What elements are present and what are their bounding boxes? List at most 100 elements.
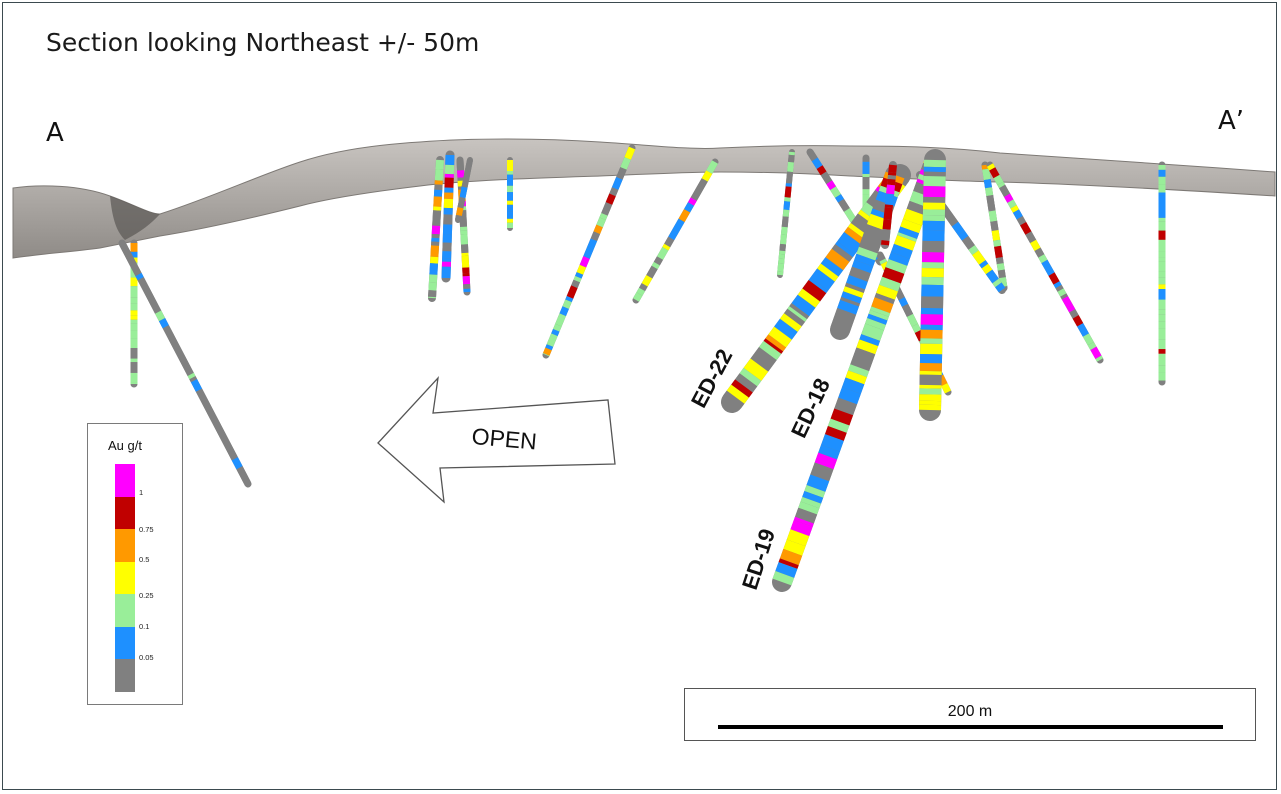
drill-hole-ed-19-interval xyxy=(790,520,813,537)
drill-hole-ed-18-upper-interval xyxy=(833,308,857,326)
drill-hole-ed-19-interval xyxy=(812,462,834,475)
drill-hole-ed-19-interval xyxy=(865,318,886,331)
drill-hole-8-interval xyxy=(609,187,619,197)
legend-swatch-green xyxy=(115,594,135,627)
drill-hole-14-interval xyxy=(1020,221,1032,235)
drill-hole-ed-22-interval xyxy=(835,241,855,258)
drill-hole-14-interval xyxy=(989,167,1000,179)
drill-hole-9-interval xyxy=(672,218,685,233)
drill-hole-14-interval xyxy=(1053,281,1062,289)
drill-hole-11-interval xyxy=(826,180,836,191)
drill-hole-13-interval xyxy=(994,245,1003,259)
drill-hole-8-interval xyxy=(599,212,608,221)
drill-hole-14-interval xyxy=(1090,346,1102,359)
drill-hole-2-interval xyxy=(227,449,238,461)
drill-hole-14-interval xyxy=(1010,205,1020,213)
drill-hole-6-interval xyxy=(464,159,473,172)
drill-hole-ed-22-interval xyxy=(779,313,802,332)
drill-hole-2-interval xyxy=(212,419,222,430)
drill-hole-ed-22-interval xyxy=(750,354,771,372)
drill-hole-ed-22-interval xyxy=(857,209,879,227)
drill-hole-8-interval xyxy=(583,247,594,259)
drill-hole-8-interval xyxy=(579,256,590,268)
drill-hole-5-interval xyxy=(460,234,468,245)
drill-hole-8-interval xyxy=(565,296,574,303)
drill-hole-14-interval xyxy=(1077,323,1089,337)
drill-hole-14-interval xyxy=(1066,304,1076,313)
drill-hole-ed-19-interval xyxy=(874,292,895,305)
drill-hole-ed-18-upper-interval xyxy=(866,213,890,231)
drill-hole-9-interval xyxy=(662,243,671,251)
drill-hole-ed-18-upper-interval xyxy=(830,318,853,334)
drill-hole-13 xyxy=(981,161,1008,292)
drill-hole-17-interval xyxy=(911,323,922,333)
drill-hole-ed-22-interval xyxy=(743,358,769,381)
drill-hole-ed-19-interval xyxy=(772,571,795,586)
drill-hole-3-interval xyxy=(433,196,442,207)
drill-hole-8-interval xyxy=(573,275,582,283)
drill-hole-2-interval xyxy=(137,277,148,288)
section-title: Section looking Northeast +/- 50m xyxy=(46,28,480,57)
drill-hole-2-interval xyxy=(162,325,174,338)
drill-hole-10-interval xyxy=(779,243,786,252)
drill-hole-ed-22-interval xyxy=(810,268,835,291)
drill-hole-ed-19-interval xyxy=(869,306,891,317)
drill-hole-ed-19-interval xyxy=(818,444,840,460)
drill-hole-14-interval xyxy=(1095,355,1104,362)
drill-hole-16-interval xyxy=(943,210,957,224)
legend-tick-0-5: 0.5 xyxy=(139,555,150,564)
drill-hole-16-interval xyxy=(985,269,999,284)
drill-hole-17-interval xyxy=(898,297,909,307)
drill-hole-11-interval xyxy=(838,198,850,212)
drill-hole-13-interval xyxy=(986,194,995,203)
drill-hole-6-interval xyxy=(459,186,468,199)
drill-hole-13-interval xyxy=(987,201,996,212)
drill-hole-8-interval xyxy=(546,333,558,347)
drill-hole-ed-19-interval xyxy=(879,276,901,292)
drill-hole-ed-18-upper-interval xyxy=(854,253,876,267)
drill-hole-ed-18-upper-interval xyxy=(848,266,871,282)
drill-hole-9-interval xyxy=(687,197,697,206)
drill-hole-2-interval xyxy=(155,310,166,322)
drill-hole-ed-19-interval xyxy=(798,501,820,515)
drill-hole-2-interval xyxy=(180,359,192,372)
drill-hole-ed-22-interval xyxy=(820,257,844,277)
drill-hole-ed-22-interval xyxy=(797,288,821,308)
drill-hole-9-interval xyxy=(701,170,713,182)
drill-hole-ed-22-interval xyxy=(758,340,782,361)
drill-hole-ed-19-interval xyxy=(834,397,858,416)
drill-hole-ed-22-interval xyxy=(768,326,792,348)
drill-hole-17-interval xyxy=(876,253,886,262)
drill-hole-11-interval xyxy=(820,171,833,185)
drill-hole-10-interval xyxy=(781,216,789,228)
legend-swatch-orange xyxy=(115,529,135,562)
drill-hole-14-interval xyxy=(1061,296,1073,308)
drill-hole-14-interval xyxy=(1025,231,1037,244)
legend-tick-0-1: 0.1 xyxy=(139,622,150,631)
drill-hole-2-interval xyxy=(131,265,142,277)
drill-hole-10-interval xyxy=(784,186,792,198)
drill-hole-ed-19-interval xyxy=(786,529,810,547)
drill-hole-8-interval xyxy=(590,231,601,242)
drill-hole-3 xyxy=(428,156,444,302)
drill-hole-2-interval xyxy=(225,446,234,453)
drill-hole-16-interval xyxy=(951,221,965,236)
drill-hole-11-interval xyxy=(816,165,827,176)
drill-hole-9-interval xyxy=(696,178,708,191)
drill-hole-ed-19-interval xyxy=(802,490,824,504)
drill-hole-ed-19-interval xyxy=(793,516,814,527)
drill-hole-2-interval xyxy=(200,397,212,410)
drill-hole-6-interval xyxy=(455,207,464,217)
drill-hole-17-interval xyxy=(879,258,888,265)
drill-hole-9-interval xyxy=(636,287,646,296)
drill-hole-6-interval xyxy=(457,196,466,209)
drill-hole-2-interval xyxy=(175,349,187,363)
drill-hole-ed-19-interval xyxy=(852,347,876,366)
drill-hole-17-interval xyxy=(896,293,905,301)
drill-hole-ed-19-interval xyxy=(871,297,894,314)
drill-hole-16-interval xyxy=(995,282,1006,293)
drill-hole-2-interval xyxy=(187,372,196,380)
drill-hole-6-interval xyxy=(463,169,471,177)
drill-hole-9-interval xyxy=(706,160,719,174)
drill-hole-14-interval xyxy=(1082,333,1094,346)
